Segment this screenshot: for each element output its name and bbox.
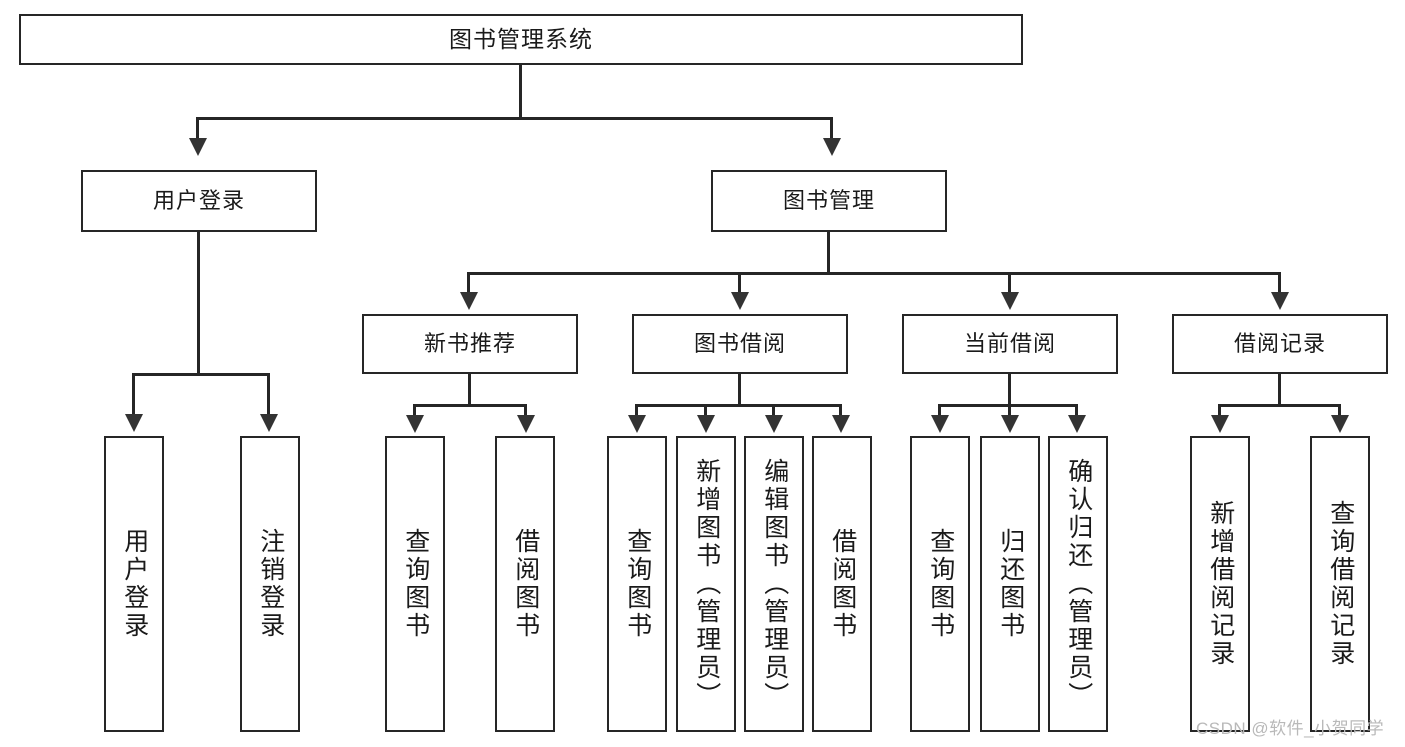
connector-level3-drop-2 <box>738 272 741 294</box>
connector-user-login-stem <box>197 232 200 376</box>
node-label: 借阅图书 <box>511 528 540 640</box>
connector-level2-bus <box>196 117 833 120</box>
connector-level3-drop-1 <box>467 272 470 294</box>
connector-level2-drop-2 <box>830 117 833 140</box>
node-label: 新增借阅记录 <box>1206 500 1235 668</box>
connector-book-borrow-drop-4 <box>839 404 842 416</box>
arrow-down-to-leaf-confirm-return <box>1068 415 1086 433</box>
node-label: 确认归还（管理员） <box>1064 458 1093 710</box>
connector-book-manage-stem <box>827 232 830 274</box>
node-book-borrow[interactable]: 图书借阅 <box>632 314 848 374</box>
leaf-borrow-book-recommend[interactable]: 借阅图书 <box>495 436 555 732</box>
node-label: 查询借阅记录 <box>1326 500 1355 668</box>
leaf-user-login[interactable]: 用户登录 <box>104 436 164 732</box>
connector-current-borrow-drop-3 <box>1075 404 1078 416</box>
leaf-query-book-borrow[interactable]: 查询图书 <box>607 436 667 732</box>
connector-book-borrow-drop-3 <box>772 404 775 416</box>
node-user-login[interactable]: 用户登录 <box>81 170 317 232</box>
connector-level3-drop-4 <box>1278 272 1281 294</box>
arrow-down-to-leaf-query-record <box>1331 415 1349 433</box>
connector-new-book-stem <box>468 374 471 406</box>
arrow-down-to-book-manage <box>823 138 841 156</box>
node-label: 查询图书 <box>623 528 652 640</box>
connector-borrow-record-drop-1 <box>1218 404 1221 416</box>
node-label: 查询图书 <box>926 528 955 640</box>
node-book-management[interactable]: 图书管理 <box>711 170 947 232</box>
arrow-down-to-leaf-logout <box>260 414 278 432</box>
connector-user-login-bus <box>132 373 270 376</box>
node-label: 用户登录 <box>120 528 149 640</box>
leaf-add-book-admin[interactable]: 新增图书（管理员） <box>676 436 736 732</box>
connector-level3-bus <box>467 272 1281 275</box>
connector-current-borrow-stem <box>1008 374 1011 406</box>
node-root-system[interactable]: 图书管理系统 <box>19 14 1023 65</box>
arrow-down-to-current-borrow <box>1001 292 1019 310</box>
arrow-down-to-book-borrow <box>731 292 749 310</box>
arrow-down-to-new-book-recommend <box>460 292 478 310</box>
arrow-down-to-leaf-edit-book <box>765 415 783 433</box>
node-label: 注销登录 <box>256 528 285 640</box>
arrow-down-to-leaf-user-login <box>125 414 143 432</box>
connector-new-book-bus <box>413 404 527 407</box>
connector-borrow-record-bus <box>1218 404 1340 407</box>
node-label: 图书借阅 <box>693 331 786 357</box>
node-current-borrow[interactable]: 当前借阅 <box>902 314 1118 374</box>
connector-new-book-drop-2 <box>524 404 527 416</box>
arrow-down-to-leaf-query-book-1 <box>406 415 424 433</box>
arrow-down-to-leaf-borrow-book-2 <box>832 415 850 433</box>
connector-user-login-drop-1 <box>132 373 135 415</box>
leaf-confirm-return-admin[interactable]: 确认归还（管理员） <box>1048 436 1108 732</box>
node-label: 用户登录 <box>152 188 245 214</box>
arrow-down-to-leaf-add-record <box>1211 415 1229 433</box>
arrow-down-to-leaf-borrow-book-1 <box>517 415 535 433</box>
connector-new-book-drop-1 <box>413 404 416 416</box>
node-label: 图书管理系统 <box>449 25 593 52</box>
node-label: 新书推荐 <box>423 331 516 357</box>
watermark-text: CSDN @软件_小贺同学 <box>1196 719 1385 738</box>
connector-current-borrow-drop-2 <box>1008 404 1011 416</box>
connector-book-borrow-stem <box>738 374 741 406</box>
leaf-query-borrow-record[interactable]: 查询借阅记录 <box>1310 436 1370 732</box>
connector-book-borrow-drop-2 <box>704 404 707 416</box>
arrow-down-to-leaf-query-book-3 <box>931 415 949 433</box>
leaf-logout[interactable]: 注销登录 <box>240 436 300 732</box>
node-label: 借阅图书 <box>828 528 857 640</box>
connector-book-borrow-bus <box>635 404 842 407</box>
leaf-return-book[interactable]: 归还图书 <box>980 436 1040 732</box>
node-label: 图书管理 <box>782 188 875 214</box>
node-label: 查询图书 <box>401 528 430 640</box>
connector-level2-drop-1 <box>196 117 199 140</box>
connector-level3-drop-3 <box>1008 272 1011 294</box>
leaf-query-book-current[interactable]: 查询图书 <box>910 436 970 732</box>
leaf-add-borrow-record[interactable]: 新增借阅记录 <box>1190 436 1250 732</box>
connector-current-borrow-drop-1 <box>938 404 941 416</box>
leaf-edit-book-admin[interactable]: 编辑图书（管理员） <box>744 436 804 732</box>
arrow-down-to-user-login <box>189 138 207 156</box>
connector-user-login-drop-2 <box>267 373 270 415</box>
arrow-down-to-borrow-record <box>1271 292 1289 310</box>
connector-borrow-record-drop-2 <box>1338 404 1341 416</box>
connector-root-stem <box>519 65 522 119</box>
connector-borrow-record-stem <box>1278 374 1281 406</box>
node-label: 新增图书（管理员） <box>692 458 721 710</box>
arrow-down-to-leaf-return-book <box>1001 415 1019 433</box>
node-label: 当前借阅 <box>963 331 1056 357</box>
arrow-down-to-leaf-add-book <box>697 415 715 433</box>
node-borrow-record[interactable]: 借阅记录 <box>1172 314 1388 374</box>
arrow-down-to-leaf-query-book-2 <box>628 415 646 433</box>
leaf-query-book-recommend[interactable]: 查询图书 <box>385 436 445 732</box>
node-label: 编辑图书（管理员） <box>760 458 789 710</box>
node-label: 借阅记录 <box>1233 331 1326 357</box>
connector-book-borrow-drop-1 <box>635 404 638 416</box>
node-new-book-recommend[interactable]: 新书推荐 <box>362 314 578 374</box>
leaf-borrow-book[interactable]: 借阅图书 <box>812 436 872 732</box>
node-label: 归还图书 <box>996 528 1025 640</box>
